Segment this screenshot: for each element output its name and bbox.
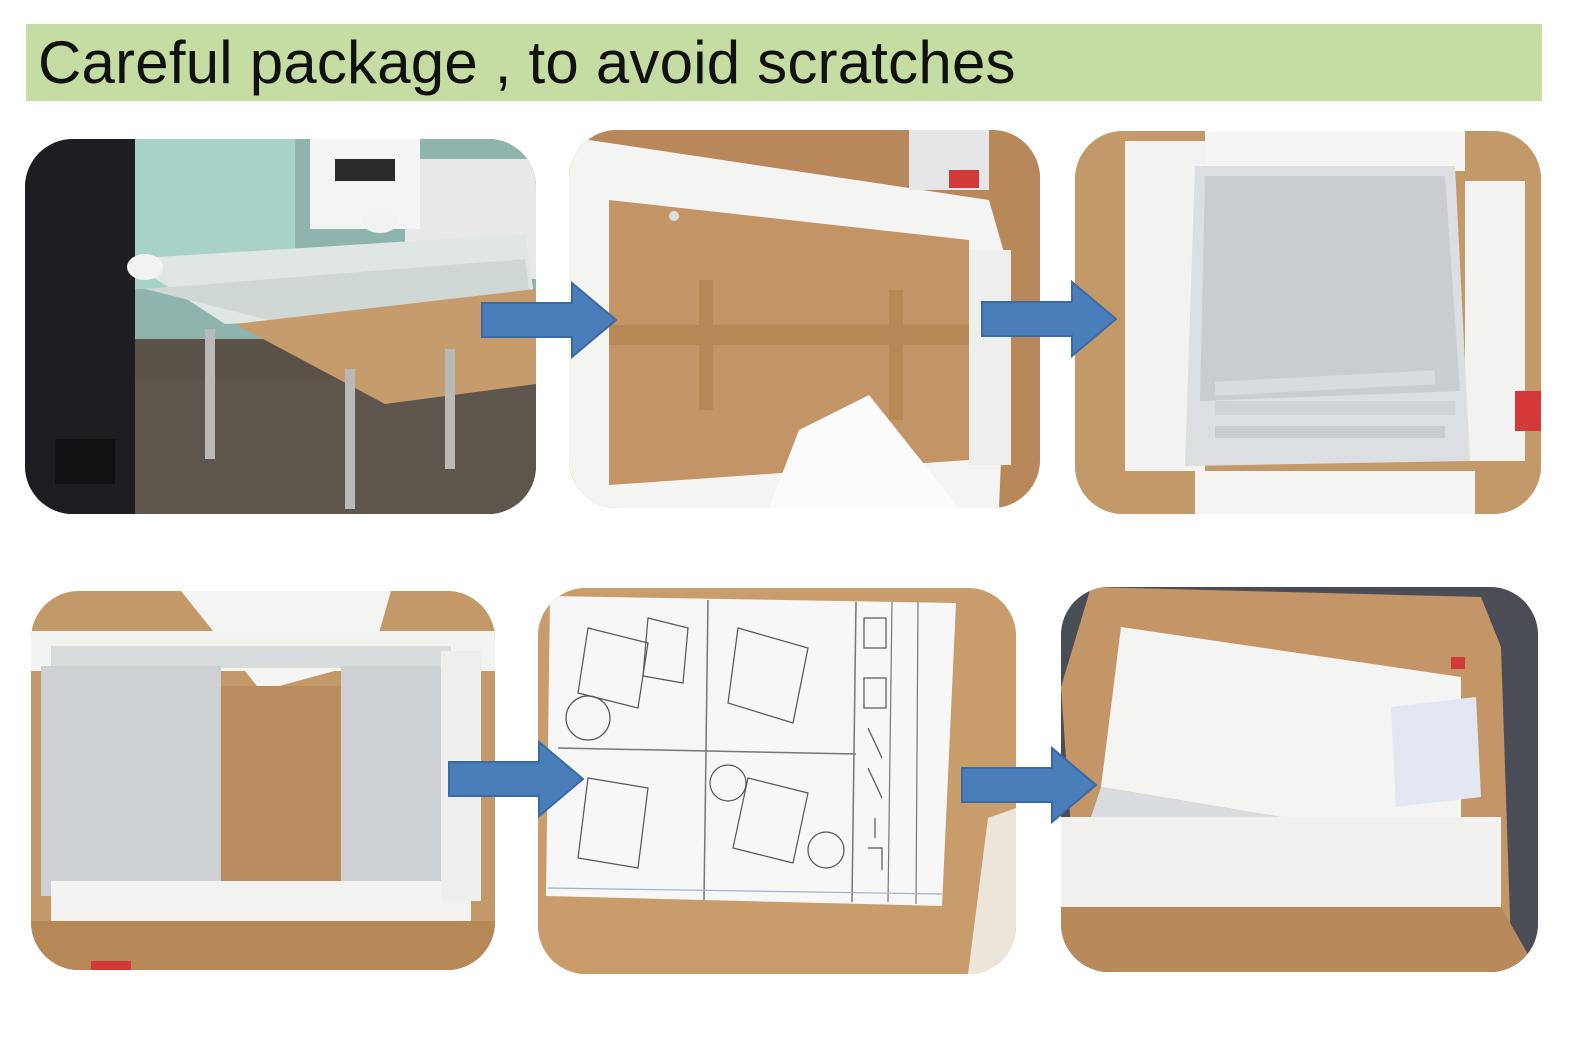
- photo-step-5-assembly-instruction: [538, 588, 1016, 974]
- photo-step-6-sealed-box: [1061, 587, 1538, 972]
- photo-step-2-cardboard-foam: [569, 130, 1040, 508]
- photo-step-3-plastic-wrapped-frame: [1075, 131, 1541, 514]
- arrow-right-icon: [960, 746, 1098, 824]
- arrow-right-icon: [480, 281, 618, 359]
- photo-step-1-wrapping-glass: [25, 139, 536, 514]
- title-banner: Careful package , to avoid scratches: [26, 24, 1542, 101]
- page-title: Careful package , to avoid scratches: [38, 29, 1016, 96]
- photo-step-4-legs-in-box: [31, 591, 495, 970]
- arrow-right-icon: [447, 740, 585, 818]
- arrow-right-icon: [980, 280, 1118, 358]
